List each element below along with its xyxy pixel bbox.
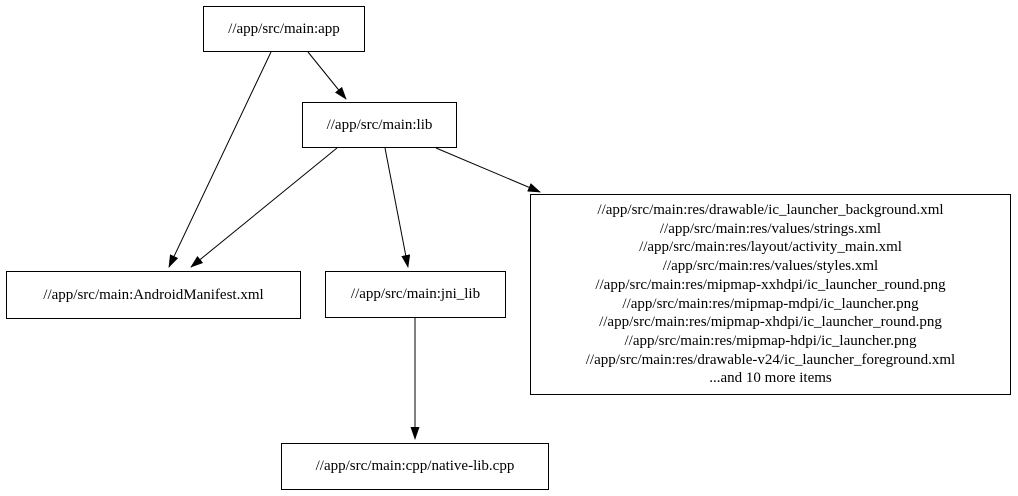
node-resources-filegroup: //app/src/main:res/drawable/ic_launcher_… (530, 194, 1011, 395)
resource-line: //app/src/main:res/layout/activity_main.… (639, 239, 902, 256)
node-lib-label: //app/src/main:lib (326, 116, 433, 133)
node-native-lib-cpp-label: //app/src/main:cpp/native-lib.cpp (315, 458, 515, 474)
resource-line: //app/src/main:res/mipmap-hdpi/ic_launch… (624, 332, 917, 349)
edge-lib-to-jni-lib (384, 147, 411, 268)
edge-app-to-lib (307, 51, 347, 100)
node-lib: //app/src/main:lib (302, 102, 457, 148)
node-app-label: //app/src/main:app (228, 20, 340, 37)
edge-lib-to-manifest (190, 147, 338, 268)
node-android-manifest: //app/src/main:AndroidManifest.xml (6, 271, 301, 319)
node-app: //app/src/main:app (203, 6, 365, 52)
node-jni-lib-label: //app/src/main:jni_lib (350, 286, 481, 302)
node-native-lib-cpp: //app/src/main:cpp/native-lib.cpp (281, 443, 549, 490)
resource-line: //app/src/main:res/mipmap-mdpi/ic_launch… (622, 295, 919, 312)
edge-app-to-manifest (168, 51, 272, 268)
resource-line: //app/src/main:res/mipmap-xhdpi/ic_launc… (599, 314, 942, 331)
resource-line: //app/src/main:res/drawable/ic_launcher_… (597, 201, 944, 218)
resource-line: //app/src/main:res/mipmap-xxhdpi/ic_laun… (595, 276, 946, 293)
edge-lib-to-resources (435, 147, 541, 193)
resource-line: //app/src/main:res/values/styles.xml (662, 258, 879, 275)
resource-line: //app/src/main:res/drawable-v24/ic_launc… (585, 351, 956, 368)
node-jni-lib: //app/src/main:jni_lib (325, 271, 506, 318)
resource-line-more-items: ...and 10 more items (709, 370, 832, 387)
node-android-manifest-label: //app/src/main:AndroidManifest.xml (43, 286, 264, 303)
resource-line: //app/src/main:res/values/strings.xml (659, 220, 882, 237)
